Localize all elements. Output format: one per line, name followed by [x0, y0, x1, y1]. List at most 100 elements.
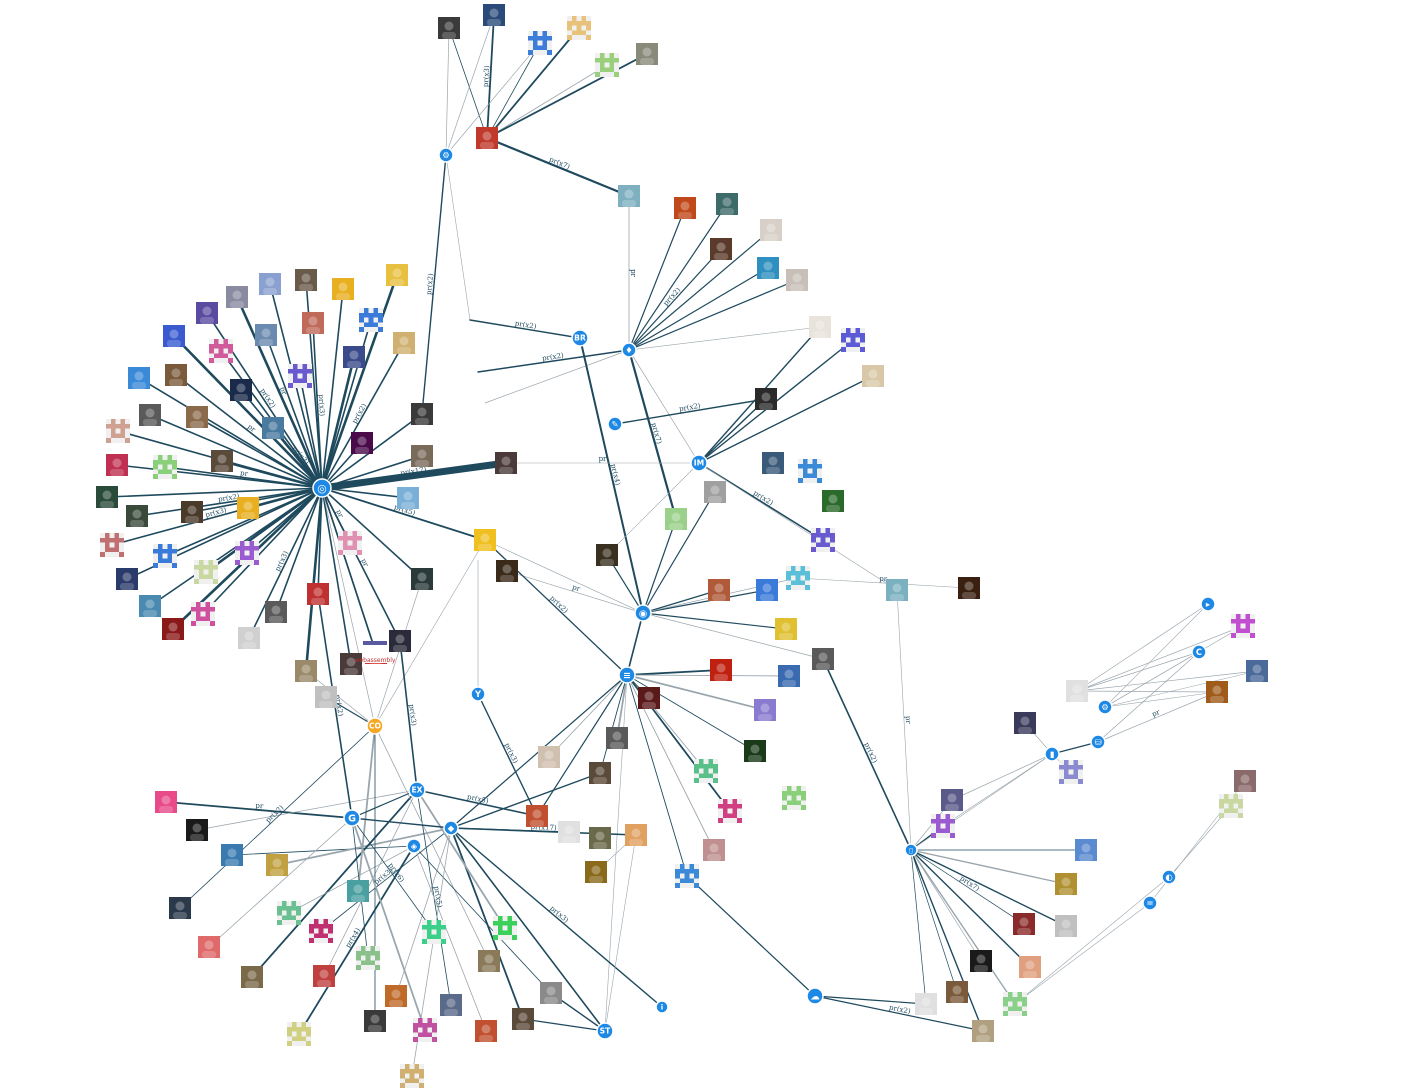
user-avatar-node[interactable] — [194, 560, 218, 584]
repo-hub-node[interactable]: IM — [691, 455, 707, 471]
user-avatar-node[interactable] — [1055, 915, 1077, 937]
user-avatar-node[interactable] — [760, 219, 782, 241]
user-avatar-node[interactable] — [191, 602, 215, 626]
user-avatar-node[interactable] — [694, 759, 718, 783]
user-avatar-node[interactable] — [625, 824, 647, 846]
user-avatar-node[interactable] — [665, 508, 687, 530]
user-avatar-node[interactable] — [1219, 794, 1243, 818]
user-avatar-node[interactable] — [128, 367, 150, 389]
user-avatar-node[interactable] — [265, 601, 287, 623]
user-avatar-node[interactable] — [230, 379, 252, 401]
user-avatar-node[interactable] — [259, 273, 281, 295]
user-avatar-node[interactable] — [313, 965, 335, 987]
user-avatar-node[interactable] — [512, 1008, 534, 1030]
user-avatar-node[interactable] — [262, 417, 284, 439]
user-avatar-node[interactable] — [812, 648, 834, 670]
repo-hub-node[interactable]: BR — [572, 330, 588, 346]
user-avatar-node[interactable] — [958, 577, 980, 599]
user-avatar-node[interactable] — [493, 916, 517, 940]
user-avatar-node[interactable] — [196, 302, 218, 324]
user-avatar-node[interactable] — [295, 660, 317, 682]
user-avatar-node[interactable] — [277, 901, 301, 925]
user-avatar-node[interactable] — [411, 568, 433, 590]
user-avatar-node[interactable] — [226, 286, 248, 308]
user-avatar-node[interactable] — [397, 487, 419, 509]
user-avatar-node[interactable] — [169, 897, 191, 919]
user-avatar-node[interactable] — [181, 501, 203, 523]
user-avatar-node[interactable] — [165, 364, 187, 386]
user-avatar-node[interactable] — [1013, 913, 1035, 935]
repo-hub-node[interactable]: ◎ — [313, 479, 331, 497]
user-avatar-node[interactable] — [186, 819, 208, 841]
user-avatar-node[interactable] — [315, 686, 337, 708]
user-avatar-node[interactable] — [782, 786, 806, 810]
user-avatar-node[interactable] — [538, 746, 560, 768]
user-avatar-node[interactable] — [775, 618, 797, 640]
user-avatar-node[interactable] — [389, 630, 411, 652]
user-avatar-node[interactable] — [1246, 660, 1268, 682]
user-avatar-node[interactable] — [411, 403, 433, 425]
user-avatar-node[interactable] — [1231, 614, 1255, 638]
user-avatar-node[interactable] — [841, 328, 865, 352]
user-avatar-node[interactable] — [716, 193, 738, 215]
repo-hub-node[interactable]: ☁ — [807, 988, 823, 1004]
user-avatar-node[interactable] — [364, 1010, 386, 1032]
user-avatar-node[interactable] — [309, 919, 333, 943]
user-avatar-node[interactable] — [1003, 992, 1027, 1016]
user-avatar-node[interactable] — [332, 278, 354, 300]
repo-hub-node[interactable]: ♦ — [622, 343, 636, 357]
repo-hub-node[interactable]: CO — [367, 718, 383, 734]
user-avatar-node[interactable] — [567, 16, 591, 40]
user-avatar-node[interactable] — [440, 994, 462, 1016]
user-avatar-node[interactable] — [198, 936, 220, 958]
repo-hub-node[interactable]: ST — [597, 1023, 613, 1039]
user-avatar-node[interactable] — [675, 864, 699, 888]
repo-hub-node[interactable]: C — [1192, 645, 1206, 659]
user-avatar-node[interactable] — [636, 43, 658, 65]
user-avatar-node[interactable] — [718, 799, 742, 823]
user-avatar-node[interactable] — [704, 481, 726, 503]
user-avatar-node[interactable] — [1234, 770, 1256, 792]
user-avatar-node[interactable] — [618, 185, 640, 207]
user-avatar-node[interactable] — [476, 127, 498, 149]
user-avatar-node[interactable] — [288, 364, 312, 388]
user-avatar-node[interactable] — [756, 579, 778, 601]
repo-hub-node[interactable]: G — [344, 810, 360, 826]
user-avatar-node[interactable] — [786, 269, 808, 291]
user-avatar-node[interactable] — [809, 316, 831, 338]
user-avatar-node[interactable] — [422, 920, 446, 944]
user-avatar-node[interactable] — [307, 583, 329, 605]
repo-hub-node[interactable]: ≡ — [619, 667, 635, 683]
repo-hub-node[interactable]: = — [1143, 896, 1157, 910]
user-avatar-node[interactable] — [1206, 681, 1228, 703]
user-avatar-node[interactable] — [100, 533, 124, 557]
repo-hub-node[interactable]: EX — [409, 782, 425, 798]
user-avatar-node[interactable] — [237, 497, 259, 519]
repo-hub-node[interactable]: ⚙ — [439, 148, 453, 162]
user-avatar-node[interactable] — [438, 17, 460, 39]
repo-hub-node[interactable]: ⛁ — [1091, 735, 1105, 749]
repo-hub-node[interactable]: ✎ — [608, 417, 622, 431]
user-avatar-node[interactable] — [393, 332, 415, 354]
user-avatar-node[interactable] — [528, 31, 552, 55]
user-avatar-node[interactable] — [343, 346, 365, 368]
user-avatar-node[interactable] — [946, 981, 968, 1003]
user-avatar-node[interactable] — [474, 529, 496, 551]
repo-hub-node[interactable]: ◆ — [444, 821, 458, 835]
user-avatar-node[interactable] — [596, 544, 618, 566]
user-avatar-node[interactable] — [400, 1064, 424, 1088]
user-avatar-node[interactable] — [1066, 680, 1088, 702]
user-avatar-node[interactable] — [638, 687, 660, 709]
user-avatar-node[interactable] — [1059, 760, 1083, 784]
user-avatar-node[interactable] — [106, 454, 128, 476]
user-avatar-node[interactable] — [209, 339, 233, 363]
user-avatar-node[interactable] — [221, 844, 243, 866]
user-avatar-node[interactable] — [762, 452, 784, 474]
user-avatar-node[interactable] — [972, 1020, 994, 1042]
user-avatar-node[interactable] — [126, 505, 148, 527]
repo-hub-node[interactable]: ◐ — [1162, 870, 1176, 884]
user-avatar-node[interactable] — [798, 459, 822, 483]
repo-hub-node[interactable]: ▯ — [905, 844, 917, 856]
user-avatar-node[interactable] — [778, 665, 800, 687]
repo-hub-node[interactable]: ◉ — [635, 605, 651, 621]
